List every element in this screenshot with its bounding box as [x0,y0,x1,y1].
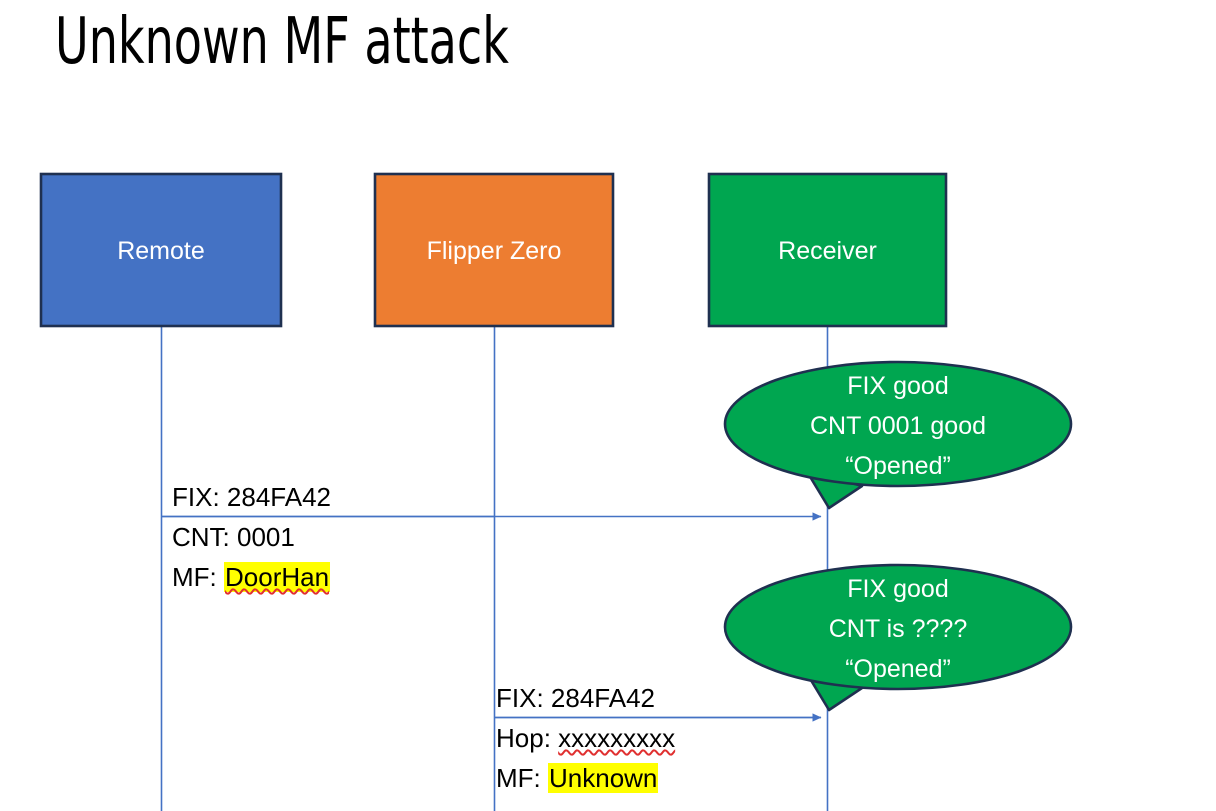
lane-box-receiver[interactable] [707,172,948,328]
callout-good-text: FIX good CNT 0001 good “Opened” [725,366,1071,486]
message-label-remote-to-receiver: FIX: 284FA42 CNT: 0001 MF: DoorHan [172,477,331,597]
callout-good[interactable] [723,360,1073,510]
callout-good-line-3: “Opened” [845,452,951,480]
message-2-hop: Hop: xxxxxxxxx [496,718,675,758]
lane-label-remote: Remote [117,237,205,265]
message-2-hop-prefix: Hop: [496,723,559,753]
lane-box-remote[interactable] [39,172,283,328]
callout-unknown-line-1: FIX good [847,575,949,603]
callout-unknown-text: FIX good CNT is ???? “Opened” [725,569,1071,689]
message-2-fix: FIX: 284FA42 [496,683,655,713]
message-2-mf: MF: Unknown [496,758,675,798]
message-2-hop-value: xxxxxxxxx [558,723,676,753]
callout-unknown[interactable] [723,563,1073,712]
callout-unknown-line-3: “Opened” [845,655,951,683]
message-1-mf-prefix: MF: [172,562,224,592]
callout-good-line-2: CNT 0001 good [809,412,987,440]
callout-good-body [723,360,1073,488]
lane-box-flipper[interactable] [373,172,615,328]
message-1-mf: MF: DoorHan [172,557,331,597]
callout-unknown-body [723,563,1073,691]
message-1-cnt: CNT: 0001 [172,522,295,552]
callout-good-line-1: FIX good [847,372,949,400]
message-1-mf-value: DoorHan [224,562,331,592]
message-2-mf-prefix: MF: [496,763,548,793]
message-1-fix: FIX: 284FA42 [172,482,331,512]
callout-unknown-line-2: CNT is ???? [828,615,968,643]
lane-label-flipper: Flipper Zero [426,237,562,265]
page-title: Unknown MF attack [55,5,509,79]
lane-label-receiver: Receiver [778,237,877,265]
message-2-mf-value: Unknown [548,763,659,793]
message-label-flipper-to-receiver: FIX: 284FA42 Hop: xxxxxxxxx MF: Unknown [496,678,675,798]
